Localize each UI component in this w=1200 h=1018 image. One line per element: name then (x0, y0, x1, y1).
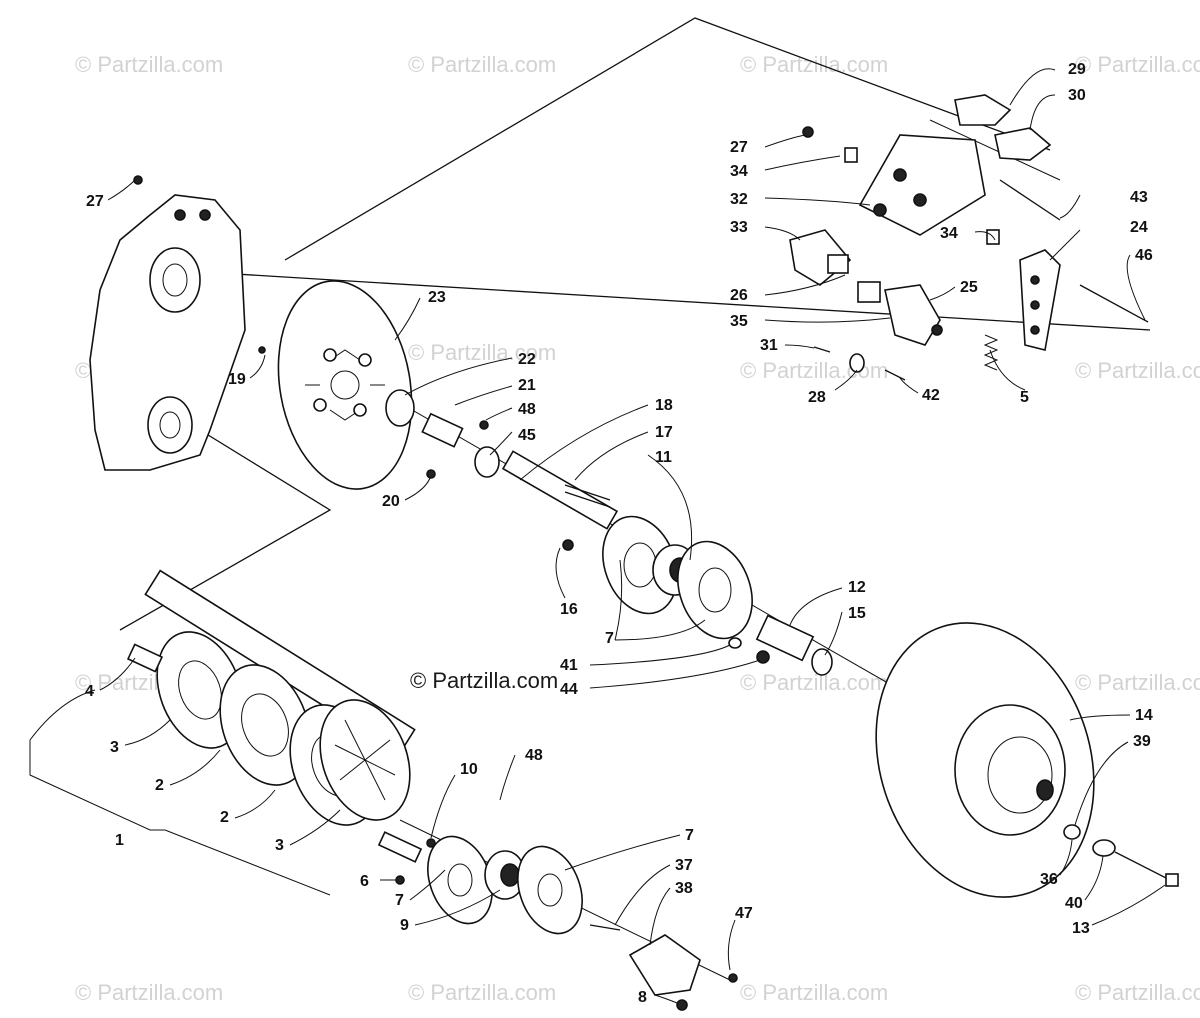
callout-2: 2 (220, 809, 229, 826)
upper-bearing-assembly (562, 515, 753, 640)
callout-29: 29 (1068, 61, 1086, 78)
callout-39: 39 (1133, 733, 1151, 750)
callout-28: 28 (808, 389, 826, 406)
callout-34: 34 (730, 163, 748, 180)
lower-bearing-assembly (395, 835, 738, 1011)
callout-labels: 27 29 30 27 34 32 43 24 33 34 46 26 25 3… (85, 61, 1153, 1006)
callout-1: 1 (115, 832, 124, 849)
callout-7: 7 (685, 827, 694, 844)
callout-20: 20 (382, 493, 400, 510)
callout-40: 40 (1065, 895, 1083, 912)
callout-7: 7 (395, 892, 404, 909)
callout-25: 25 (960, 279, 978, 296)
spacer-and-washers (728, 614, 833, 676)
watermark: © Partzilla.com (75, 980, 223, 1005)
gear-case-housing (89, 175, 246, 471)
drive-sprocket-shaft (126, 569, 423, 863)
watermark: © Partzilla.com (408, 980, 556, 1005)
callout-27: 27 (730, 139, 748, 156)
callout-19: 19 (228, 371, 246, 388)
callout-10: 10 (460, 761, 478, 778)
watermark: © Partzilla.com (408, 340, 556, 365)
callout-6: 6 (360, 873, 369, 890)
callout-17: 17 (655, 424, 673, 441)
callout-48: 48 (525, 747, 543, 764)
callout-43: 43 (1130, 189, 1148, 206)
watermark: © Partzilla.com (740, 52, 888, 77)
callout-42: 42 (922, 387, 940, 404)
driven-clutch (875, 622, 1179, 898)
callout-24: 24 (1130, 219, 1148, 236)
callout-16: 16 (560, 601, 578, 618)
callout-3: 3 (110, 739, 119, 756)
callout-23: 23 (428, 289, 446, 306)
watermark: © Partzilla.com (75, 52, 223, 77)
callout-12: 12 (848, 579, 866, 596)
watermark: © Partzilla.com (740, 358, 888, 383)
callout-36: 36 (1040, 871, 1058, 888)
watermark: © Partzilla.com (740, 980, 888, 1005)
callout-9: 9 (400, 917, 409, 934)
brake-disc (277, 280, 413, 490)
callout-41: 41 (560, 657, 578, 674)
callout-14: 14 (1135, 707, 1153, 724)
callout-11: 11 (655, 449, 672, 466)
callout-2: 2 (155, 777, 164, 794)
watermark: © Partzilla.com (408, 52, 556, 77)
callout-35: 35 (730, 313, 748, 330)
callout-15: 15 (848, 605, 866, 622)
callout-26: 26 (730, 287, 748, 304)
callout-21: 21 (518, 377, 536, 394)
callout-22: 22 (518, 351, 536, 368)
callout-37: 37 (675, 857, 693, 874)
callout-30: 30 (1068, 87, 1086, 104)
callout-45: 45 (518, 427, 536, 444)
watermark: © Partzilla.com (1075, 670, 1200, 695)
watermark-center: © Partzilla.com (410, 668, 558, 693)
callout-8: 8 (638, 989, 647, 1006)
callout-46: 46 (1135, 247, 1153, 264)
callout-7: 7 (605, 630, 614, 647)
callout-48: 48 (518, 401, 536, 418)
callout-33: 33 (730, 219, 748, 236)
callout-32: 32 (730, 191, 748, 208)
callout-44: 44 (560, 681, 578, 698)
watermark: © Partzilla.com (740, 670, 888, 695)
callout-38: 38 (675, 880, 693, 897)
callout-34: 34 (940, 225, 958, 242)
watermark: © Partzilla.com (1075, 52, 1200, 77)
watermark: © Partzilla.com (1075, 980, 1200, 1005)
callout-5: 5 (1020, 389, 1029, 406)
callout-4: 4 (85, 683, 94, 700)
callout-31: 31 (760, 337, 778, 354)
leader-lines (29, 68, 1166, 1004)
callout-27: 27 (86, 193, 104, 210)
callout-47: 47 (735, 905, 753, 922)
callout-3: 3 (275, 837, 284, 854)
callout-13: 13 (1072, 920, 1090, 937)
watermark: © Partzilla.com (1075, 358, 1200, 383)
callout-18: 18 (655, 397, 673, 414)
brake-caliper-assembly (789, 94, 1149, 381)
